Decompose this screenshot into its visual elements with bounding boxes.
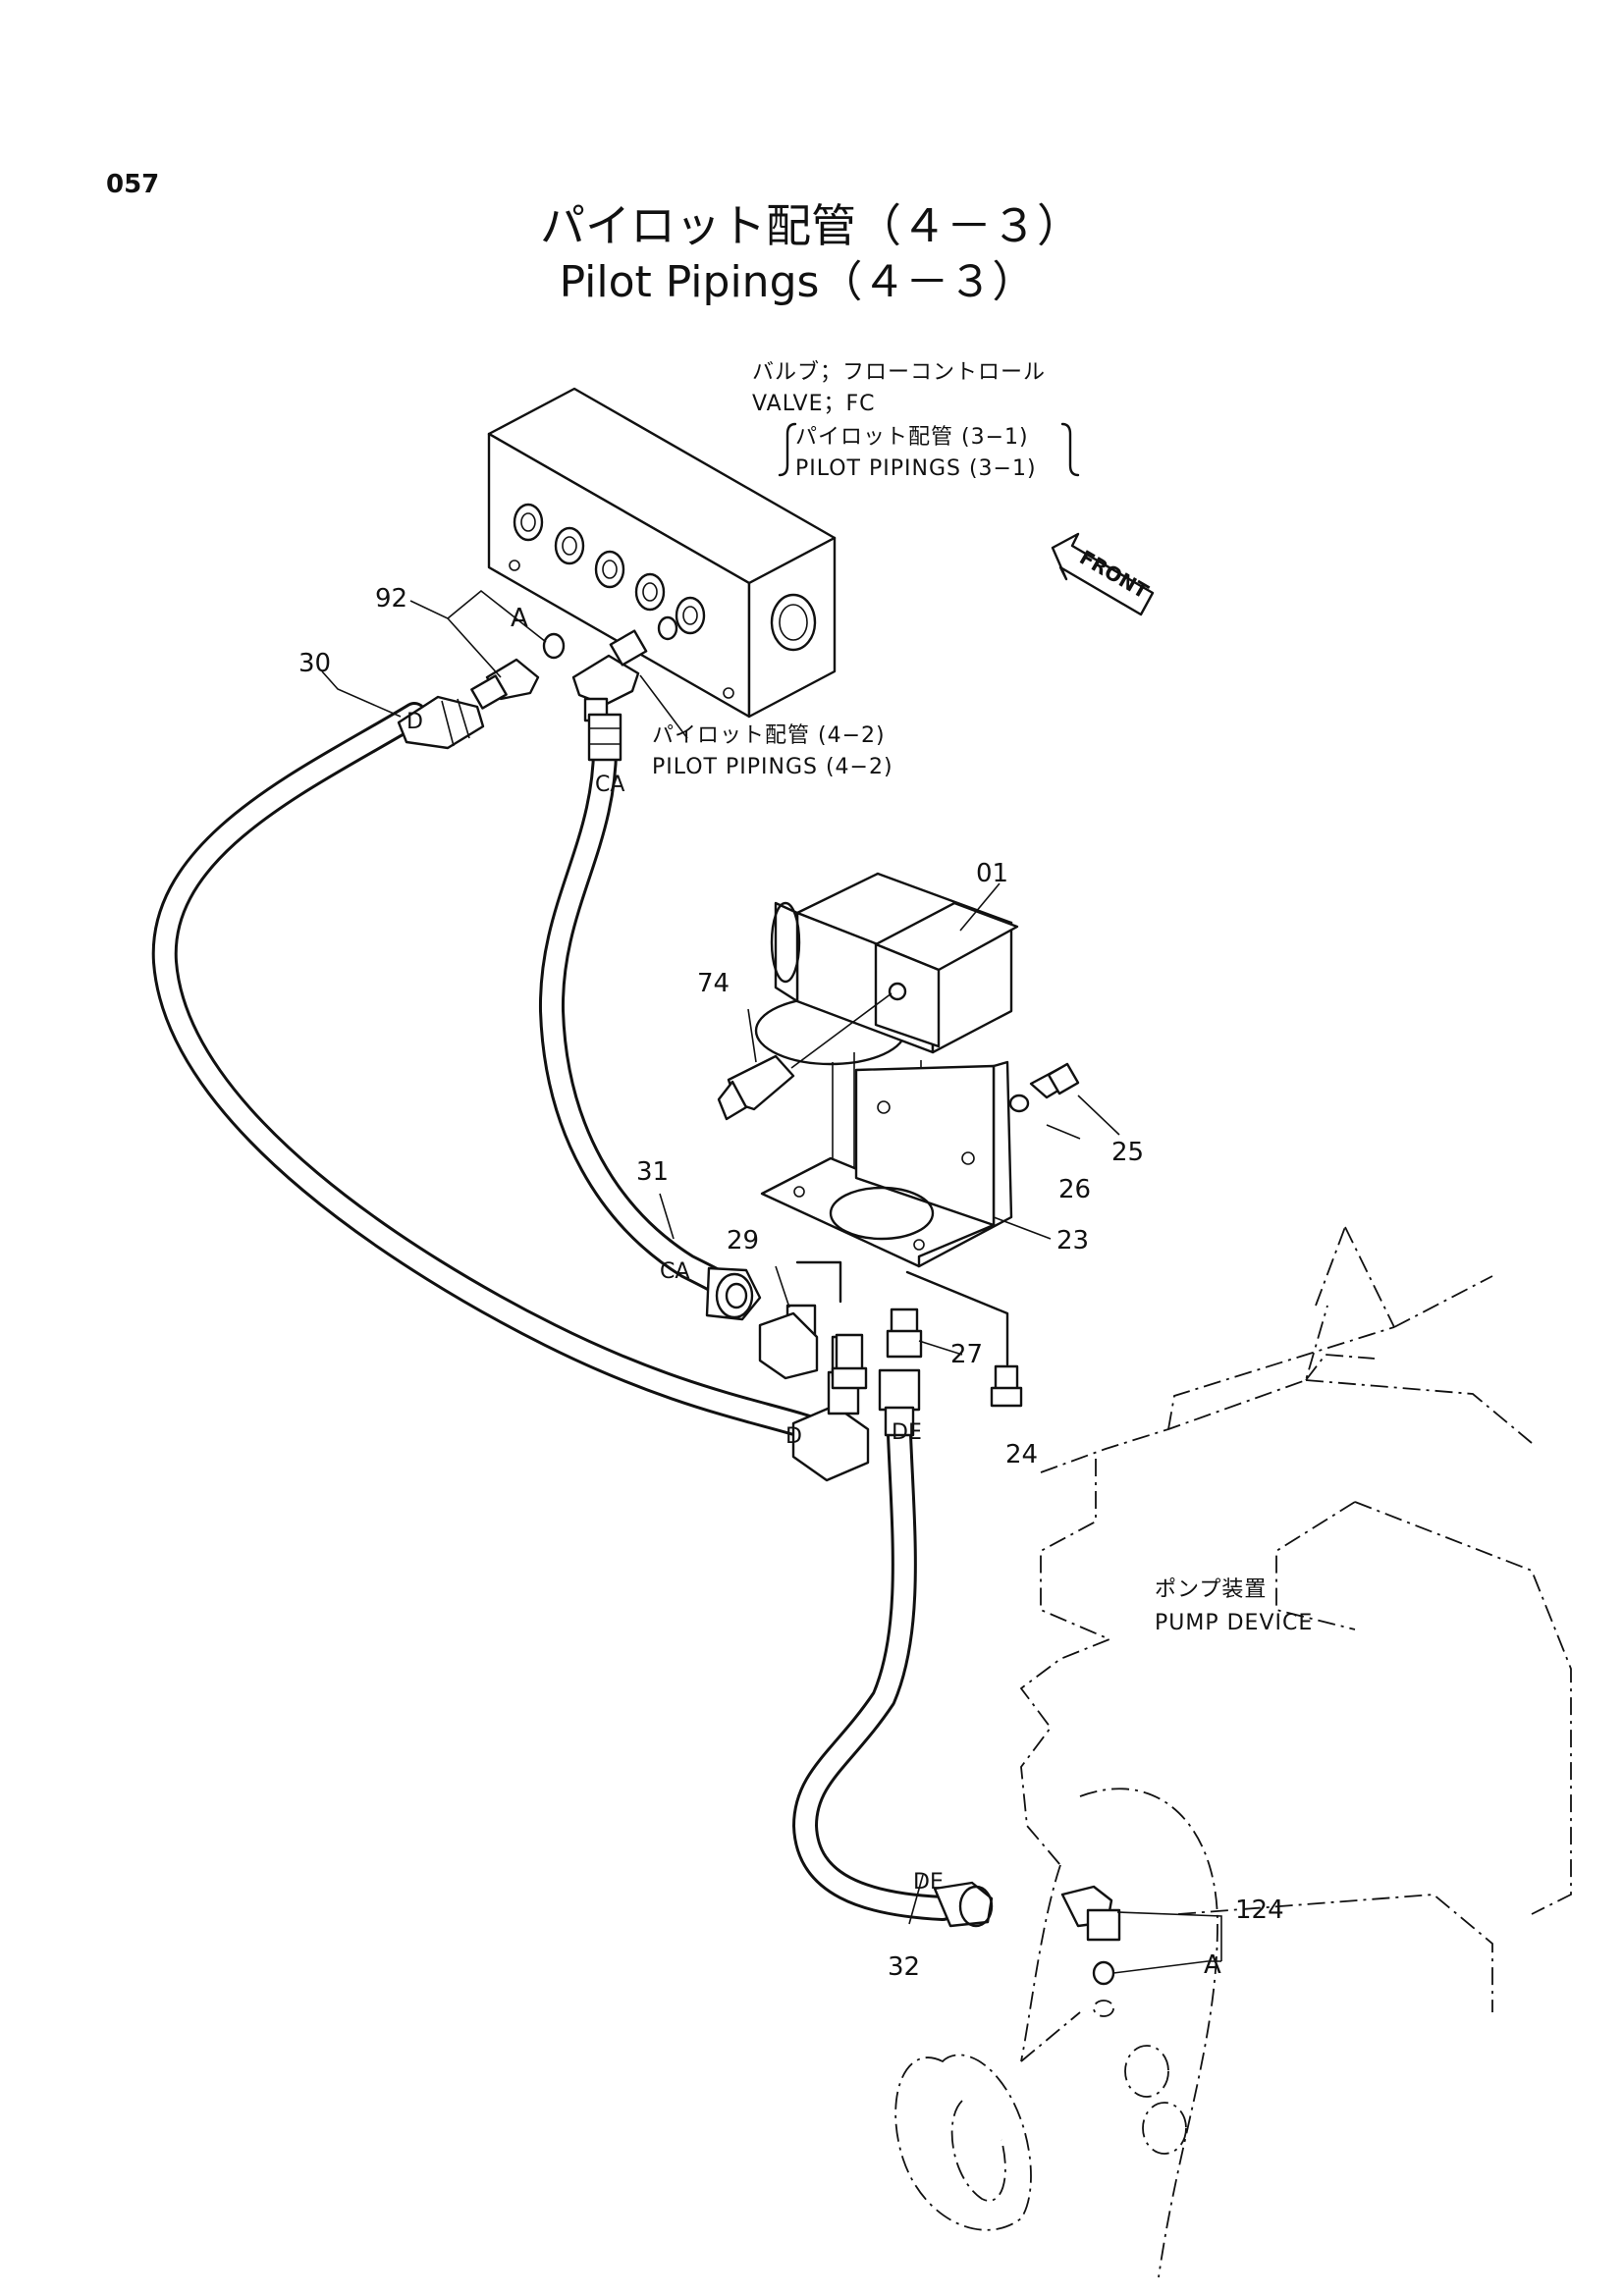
- adaptor-29: [758, 1260, 842, 1380]
- valve-note-english: VALVE；FC: [752, 392, 876, 416]
- hose-code-de-bottom: DE: [913, 1870, 944, 1895]
- part-number-25: 25: [1111, 1138, 1144, 1167]
- fitting-27: [886, 1308, 923, 1359]
- pump-device-outline: [894, 1226, 1572, 2278]
- connector-plug-74: [717, 992, 893, 1121]
- elbow-fitting-124: [1060, 1885, 1121, 2017]
- bolt-24: [905, 1270, 1023, 1408]
- ref-pilot-pipings-4-2-japanese: パイロット配管 (4−2): [652, 723, 886, 748]
- tee-fitting: [571, 615, 678, 722]
- fitting-92-connector: [470, 632, 566, 710]
- title-japanese: パイロット配管（４－３）: [540, 199, 1082, 252]
- screw-25: [1029, 1062, 1080, 1099]
- part-number-24: 24: [1005, 1440, 1038, 1469]
- hose-code-d-top: D: [406, 710, 423, 734]
- part-label-a-top: A: [511, 604, 528, 633]
- pump-device-japanese: ポンプ装置: [1155, 1577, 1267, 1602]
- leader-lines: [321, 589, 1222, 1974]
- hose-32: [792, 1422, 955, 1921]
- hose-30: [151, 702, 838, 1446]
- pump-device-english: PUMP DEVICE: [1155, 1611, 1313, 1635]
- hose-32-top-fitting: [878, 1368, 921, 1437]
- part-number-01: 01: [976, 859, 1008, 888]
- ref-pilot-pipings-4-2-english: PILOT PIPINGS (4−2): [652, 755, 893, 779]
- hose-code-ca-top: CA: [595, 773, 624, 797]
- flow-control-valve-block: [487, 387, 837, 719]
- hose-code-de-top: DE: [892, 1420, 922, 1445]
- bracket-left: [778, 422, 797, 477]
- hose-32-bottom-fitting: [933, 1881, 994, 1928]
- fitting-center: [831, 1333, 868, 1390]
- ref-pilot-pipings-3-1-japanese: パイロット配管 (3−1): [795, 425, 1029, 450]
- part-number-92: 92: [375, 584, 407, 614]
- part-number-26: 26: [1058, 1175, 1091, 1204]
- part-number-29: 29: [727, 1226, 759, 1255]
- ref-pilot-pipings-3-1-english: PILOT PIPINGS (3−1): [795, 456, 1037, 481]
- solenoid-valve-01: [754, 872, 1019, 1066]
- title-english: Pilot Pipings（４－３）: [560, 257, 1036, 307]
- hose-code-ca-bottom: CA: [660, 1259, 689, 1284]
- part-number-23: 23: [1056, 1226, 1089, 1255]
- part-number-27: 27: [950, 1340, 983, 1369]
- part-number-124: 124: [1235, 1896, 1284, 1925]
- part-number-31: 31: [636, 1157, 669, 1187]
- part-label-a-bottom: A: [1204, 1950, 1221, 1980]
- hose-code-d-bottom: D: [785, 1424, 802, 1449]
- part-number-74: 74: [697, 969, 730, 998]
- front-arrow-icon: FRONT: [1051, 532, 1155, 616]
- hose-31: [538, 721, 747, 1305]
- hose-31-top-fitting: [587, 713, 622, 762]
- bracket-right: [1060, 422, 1080, 477]
- valve-note-japanese: バルブ；フローコントロール: [752, 360, 1046, 385]
- page-number: 057: [106, 170, 159, 199]
- hose-30-top-fitting: [397, 695, 485, 750]
- part-number-30: 30: [298, 649, 331, 678]
- mounting-bracket-23: [760, 1060, 1013, 1268]
- hose-31-bottom-fitting: [705, 1266, 762, 1321]
- part-number-32: 32: [888, 1952, 920, 1982]
- washer-26: [1008, 1094, 1030, 1113]
